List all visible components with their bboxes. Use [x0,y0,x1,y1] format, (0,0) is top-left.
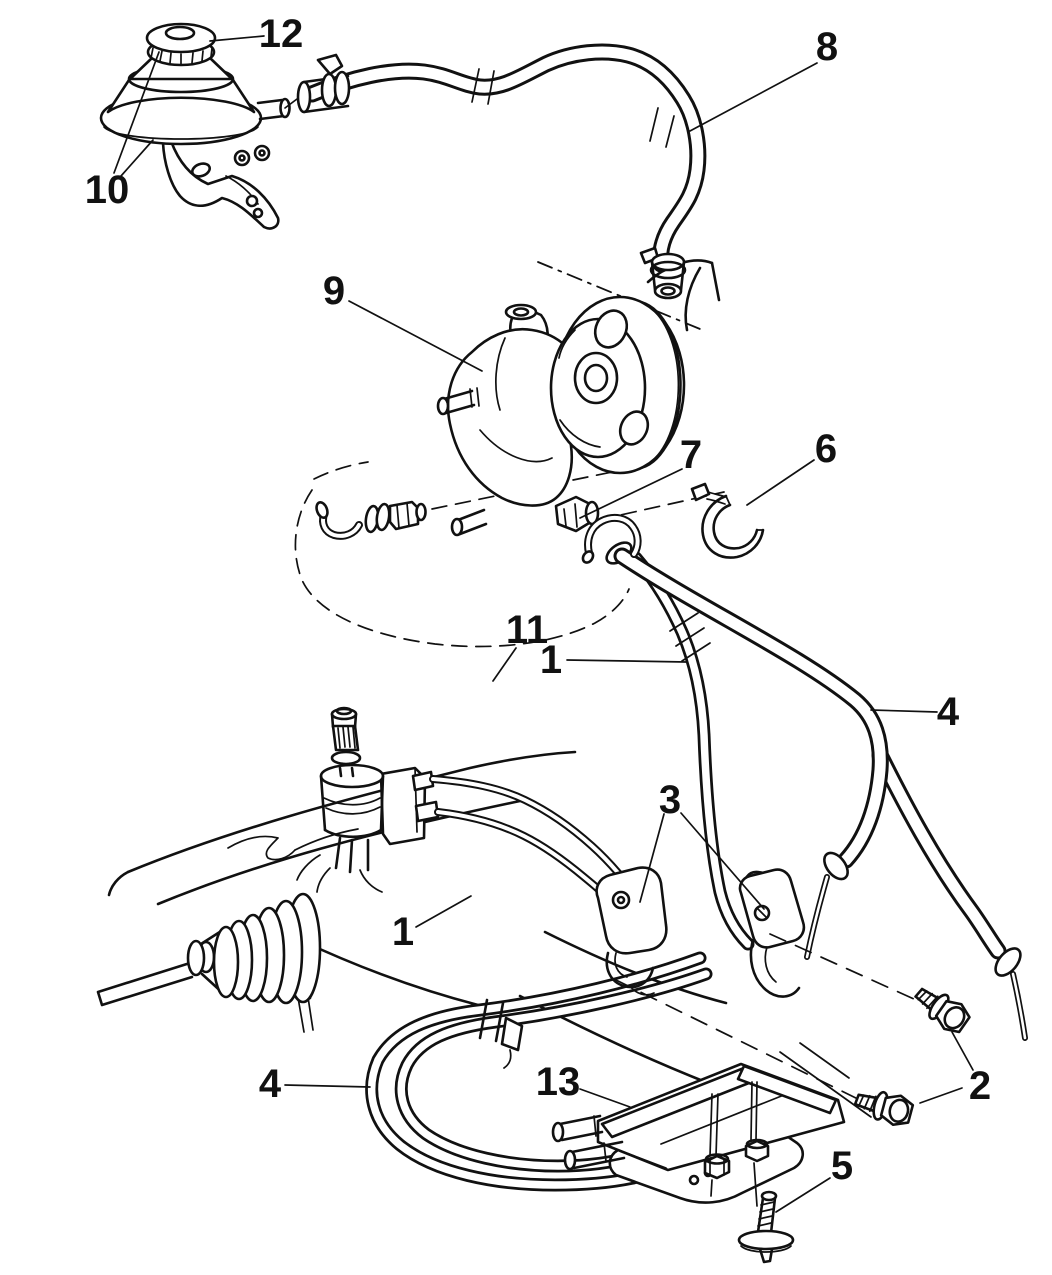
callout-leader-3 [639,813,665,903]
callout-label-1: 1 [540,638,562,682]
fluid-reservoir [99,22,291,230]
callout-label-1: 1 [392,910,414,954]
routing-clamp-right [738,868,806,998]
routing-clamp-left [595,866,668,996]
hose-clamp-end [639,246,687,300]
callout-leader-1 [415,895,472,928]
reservoir-outlet-nipple [256,97,291,121]
bolt-alignment-dash-right [769,933,926,1005]
callout-leader-6 [746,459,815,506]
callout-leader-5 [775,1177,831,1213]
steering-gear [96,706,440,1007]
callout-leader-12 [209,35,265,42]
fluid-cooler [551,1062,846,1207]
alignment-dash-fitting [431,471,613,510]
cooler-ports [551,1114,626,1171]
cooler-studs [709,1081,758,1207]
pressure-hose-1 [629,551,755,951]
callout-label-6: 6 [815,427,837,471]
mount-bolt-upper [914,987,971,1034]
valve-body-input-shaft [296,706,440,893]
callout-label-4: 4 [937,690,960,734]
hose-4-lower-leg [871,746,1028,1041]
callout-leader-1 [566,659,687,663]
callout-label-2: 2 [969,1064,991,1108]
callout-leader-10 [113,51,160,174]
callout-leader-13 [579,1088,631,1108]
callout-leader-10 [120,139,154,177]
mount-screw [737,1190,795,1264]
callout-leader-9 [348,300,483,372]
pulley-hub [573,351,619,405]
callout-label-10: 10 [85,168,130,212]
callout-leader-7 [579,468,683,519]
mount-bolt-lower [853,1090,915,1127]
cooler-loop-hoses [365,951,713,1192]
cooler-fins-rear [736,1064,838,1115]
callout-leader-2 [919,1087,963,1104]
callout-label-9: 9 [323,269,345,313]
callout-leader-2 [951,1031,974,1071]
bracket-centerline [537,261,701,330]
bellows-boot [186,892,322,1005]
return-hose-4 [605,541,889,960]
hose-clamp-left [284,53,351,114]
pressure-tube-hook [581,513,642,564]
pressure-line-fitting [315,500,427,540]
callout-label-12: 12 [259,12,304,56]
callout-leader-4 [284,1084,371,1088]
power-steering-pump [436,259,721,537]
bolt-alignment-dash-left [615,979,861,1101]
pump-lower-stud [450,508,488,537]
callout-leader-3 [680,812,765,910]
callout-label-13: 13 [536,1060,581,1104]
callout-leader-4 [870,709,938,713]
callout-label-7: 7 [680,433,702,477]
reservoir-cap [128,22,234,81]
cooler-nut-right [744,1138,770,1163]
pump-stud [436,387,480,416]
callout-label-11: 11 [506,608,548,652]
callout-label-8: 8 [816,25,838,69]
cooler-nut-left [703,1153,731,1180]
reservoir-bracket [161,139,280,230]
callout-leader-8 [689,62,818,132]
callout-leader-11 [492,647,517,682]
return-hose-8 [284,43,707,300]
detail-balloon-11 [294,461,630,648]
loop-sleeve-clamp [478,998,524,1069]
callout-label-3: 3 [659,778,681,822]
hose-clip [690,482,765,559]
callout-label-5: 5 [831,1144,853,1188]
callout-label-4: 4 [259,1062,282,1106]
